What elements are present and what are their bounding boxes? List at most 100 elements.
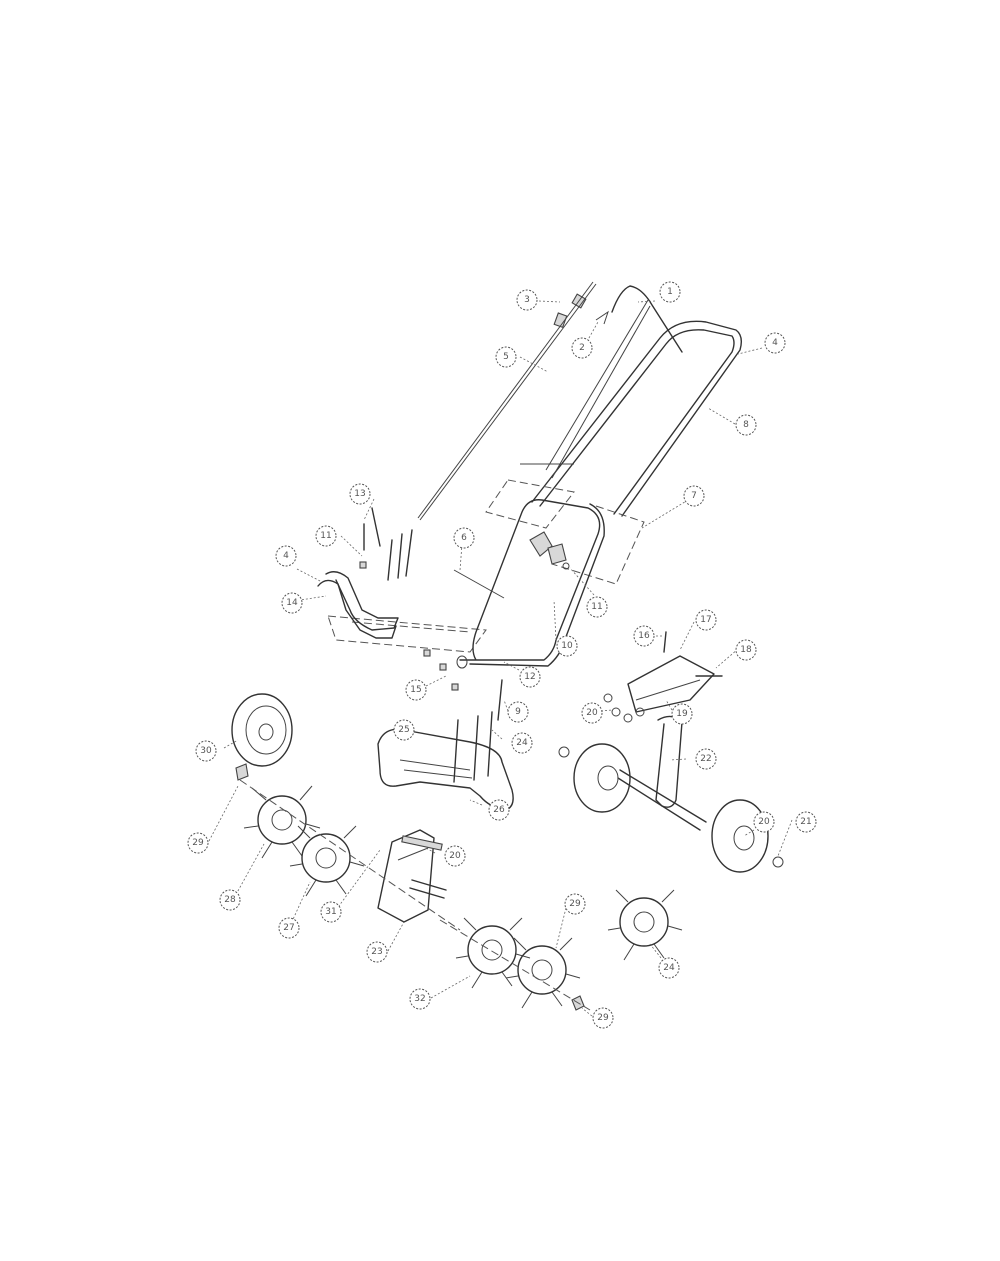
svg-text:24: 24 [516,738,528,748]
long-cable [417,281,597,521]
svg-text:29: 29 [192,838,204,848]
svg-text:18: 18 [740,645,752,655]
svg-text:8: 8 [743,420,749,430]
svg-text:23: 23 [371,947,382,957]
callout-25: 25 [393,719,415,741]
callout-6: 6 [453,527,475,549]
svg-text:7: 7 [691,491,697,501]
callout-26: 26 [488,799,510,821]
callout-11-left: 11 [315,525,337,547]
svg-text:13: 13 [354,489,365,499]
svg-text:17: 17 [700,615,711,625]
lower-handle [317,571,399,639]
wheel-stake [617,715,707,831]
shaft-rods [453,679,503,783]
transport-wheels [558,743,784,873]
tine-28 [243,785,321,859]
svg-text:30: 30 [200,746,212,756]
svg-text:11: 11 [320,531,331,541]
tine-27 [289,825,365,897]
callout-24-upper: 24 [511,732,533,754]
handle-knobs [529,531,570,570]
svg-text:4: 4 [283,551,289,561]
svg-text:15: 15 [410,685,421,695]
callout-20-upper: 20 [581,702,603,724]
callout-7: 7 [683,485,705,507]
svg-text:9: 9 [515,707,521,717]
alignment-guides [327,479,645,653]
svg-text:28: 28 [224,895,236,905]
svg-text:19: 19 [676,709,688,719]
upper-handle [531,320,743,517]
callout-32: 32 [409,988,431,1010]
svg-text:4: 4 [772,338,778,348]
svg-text:16: 16 [638,631,650,641]
callout-23: 23 [366,941,388,963]
callout-29-left: 29 [187,832,209,854]
svg-text:1: 1 [667,287,673,297]
callout-9: 9 [507,701,529,723]
callout-3: 3 [516,289,538,311]
callout-19: 19 [671,703,693,725]
tine-shield [377,728,514,811]
svg-text:10: 10 [561,641,573,651]
tine-clips [235,763,585,1011]
throttle-control-cable [545,285,683,479]
callout-14: 14 [281,592,303,614]
tine-29 [505,937,581,1009]
svg-text:6: 6 [461,533,467,543]
callout-24-lower: 24 [658,957,680,979]
svg-text:12: 12 [524,672,535,682]
svg-text:27: 27 [283,923,294,933]
left-wheel [231,693,293,767]
callout-18: 18 [735,639,757,661]
svg-text:20: 20 [758,817,770,827]
svg-text:2: 2 [579,343,585,353]
callout-4-upper: 4 [764,332,786,354]
callout-21: 21 [795,811,817,833]
callout-29-right: 29 [564,893,586,915]
leader-lines [208,300,793,1017]
svg-text:20: 20 [586,708,598,718]
svg-text:21: 21 [800,817,811,827]
svg-text:3: 3 [524,295,530,305]
throttle-lever-and-clip [553,293,609,329]
callout-16: 16 [633,625,655,647]
svg-text:11: 11 [591,602,602,612]
svg-text:25: 25 [398,725,409,735]
svg-text:24: 24 [663,963,675,973]
depth-stake-bracket [603,631,723,723]
svg-text:29: 29 [597,1013,609,1023]
callout-2: 2 [571,337,593,359]
callout-20-middle: 20 [444,845,466,867]
callout-20-right: 20 [753,811,775,833]
callout-11-right: 11 [586,596,608,618]
callout-4-lower: 4 [275,545,297,567]
callout-22: 22 [695,748,717,770]
callout-12: 12 [519,666,541,688]
callout-1: 1 [659,281,681,303]
callout-30: 30 [195,740,217,762]
callout-27: 27 [278,917,300,939]
svg-text:14: 14 [286,598,298,608]
callout-28: 28 [219,889,241,911]
callout-8: 8 [735,414,757,436]
tine-24 [607,889,683,961]
callout-15: 15 [405,679,427,701]
handle-bolt [453,569,505,599]
svg-text:29: 29 [569,899,581,909]
callout-13: 13 [349,483,371,505]
svg-text:26: 26 [493,805,505,815]
handle-bolts [363,507,413,581]
callout-29-bottom: 29 [592,1007,614,1029]
callout-5: 5 [495,346,517,368]
svg-text:20: 20 [449,851,461,861]
svg-text:31: 31 [325,907,336,917]
gearbox [377,829,447,923]
shaft-axis [239,779,591,1011]
callout-17: 17 [695,609,717,631]
callout-10: 10 [556,635,578,657]
svg-text:22: 22 [700,754,711,764]
svg-text:32: 32 [414,994,425,1004]
